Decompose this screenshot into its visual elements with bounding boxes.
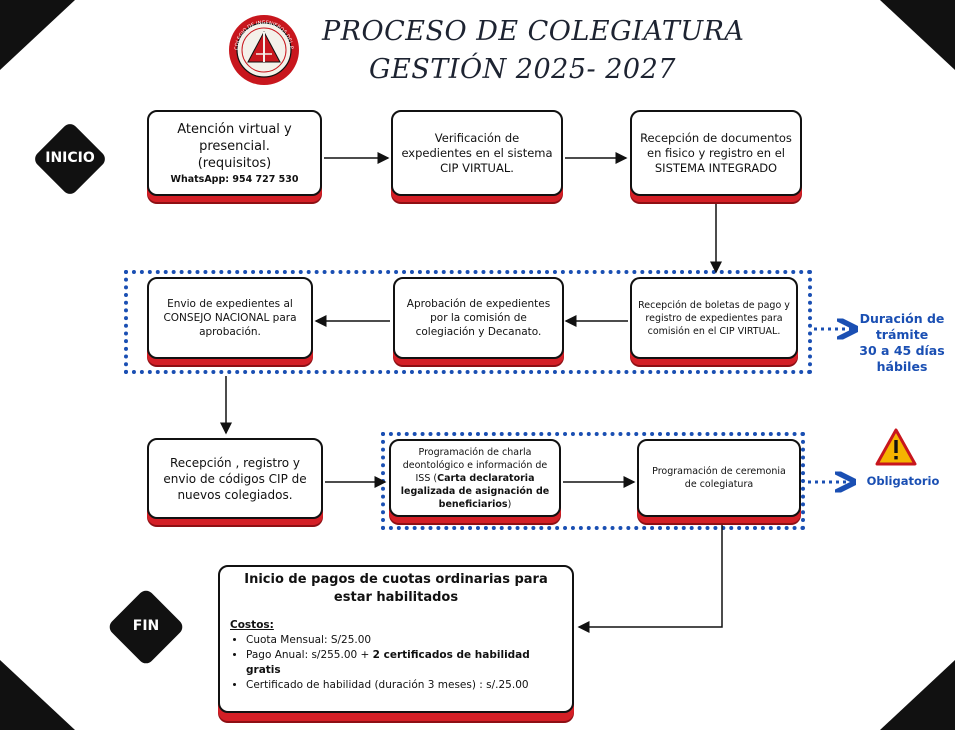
step-cip-codes: Recepción , registro y envio de códigos … xyxy=(147,438,323,519)
cost-item-text: Certificado de habilidad (duración 3 mes… xyxy=(246,679,529,691)
cost-item-text: Pago Anual: s/255.00 + xyxy=(246,649,373,661)
cost-item-text: Cuota Mensual: S/25.00 xyxy=(246,634,372,646)
end-label: FIN xyxy=(132,618,160,634)
step-verification-text: Verificación de expedientes en el sistem… xyxy=(401,130,553,175)
step-approval-text: Aprobación de expedientes por la comisió… xyxy=(406,298,551,338)
arrow-s9-final xyxy=(577,524,723,633)
final-payments-box: Inicio de pagos de cuotas ordinarias par… xyxy=(218,565,574,713)
step-document-reception-text: Recepción de documentos en fisico y regi… xyxy=(640,130,792,175)
step-document-reception: Recepción de documentos en fisico y regi… xyxy=(630,110,802,196)
cost-item: Pago Anual: s/255.00 + 2 certificados de… xyxy=(246,648,562,678)
step-ethics-talk: Programación de charla deontológico e in… xyxy=(389,439,561,517)
corner-decoration-top-left xyxy=(0,0,75,70)
step-ethics-talk-pre: Programación de charla deontológico e in… xyxy=(402,446,548,484)
costs-label: Costos: xyxy=(230,619,274,631)
duration-note-line4: hábiles xyxy=(876,359,928,374)
corner-decoration-top-right xyxy=(880,0,955,70)
start-label: INICIO xyxy=(45,150,95,166)
mandatory-note: Obligatorio xyxy=(866,474,940,488)
cost-item-bold: 2 certificados de habilidad gratis xyxy=(246,649,530,676)
final-title: Inicio de pagos de cuotas ordinarias par… xyxy=(244,572,548,605)
step-ceremony-text: Programación de ceremonia de colegiatura xyxy=(652,466,786,490)
duration-note-line1: Duración de xyxy=(859,311,945,326)
page-title-line2: GESTIÓN 2025- 2027 xyxy=(369,54,676,85)
step-payment-reception: Recepción de boletas de pago y registro … xyxy=(630,277,798,359)
step-send-national-council: Envio de expedientes al CONSEJO NACIONAL… xyxy=(147,277,313,359)
step-ceremony: Programación de ceremonia de colegiatura xyxy=(637,439,801,517)
institution-seal-icon: COLEGIO DE INGENIEROS DEL PERÚ · 1962 xyxy=(228,14,299,85)
whatsapp-contact: WhatsApp: 954 727 530 xyxy=(170,174,299,185)
duration-note-line2: trámite xyxy=(875,327,929,342)
corner-decoration-bottom-left xyxy=(0,660,75,730)
step-ethics-talk-bold: Carta declaratoria legalizada de asignac… xyxy=(400,472,550,510)
cost-item: Cuota Mensual: S/25.00 xyxy=(246,633,562,648)
corner-decoration-bottom-right xyxy=(880,660,955,730)
duration-group-outline xyxy=(124,270,812,374)
step-attention-line1: Atención virtual y presencial. xyxy=(177,122,292,154)
duration-note: Duración de trámite 30 a 45 días hábiles xyxy=(852,311,952,375)
cost-item: Certificado de habilidad (duración 3 mes… xyxy=(246,678,562,693)
step-attention-line2: (requisitos) xyxy=(197,156,272,171)
warning-triangle-icon xyxy=(875,428,917,466)
step-cip-codes-text: Recepción , registro y envio de códigos … xyxy=(163,455,307,502)
step-send-national-council-text: Envio de expedientes al CONSEJO NACIONAL… xyxy=(163,298,297,338)
step-payment-reception-text: Recepción de boletas de pago y registro … xyxy=(638,299,790,337)
step-attention: Atención virtual y presencial. (requisit… xyxy=(147,110,322,196)
costs-list: Cuota Mensual: S/25.00 Pago Anual: s/255… xyxy=(230,633,562,693)
step-verification: Verificación de expedientes en el sistem… xyxy=(391,110,563,196)
step-approval: Aprobación de expedientes por la comisió… xyxy=(393,277,564,359)
step-ethics-talk-text: Programación de charla deontológico e in… xyxy=(396,446,554,511)
duration-note-line3: 30 a 45 días xyxy=(859,343,945,358)
step-ethics-talk-post: ) xyxy=(507,498,512,510)
page-title-line1: PROCESO DE COLEGIATURA xyxy=(322,16,745,47)
